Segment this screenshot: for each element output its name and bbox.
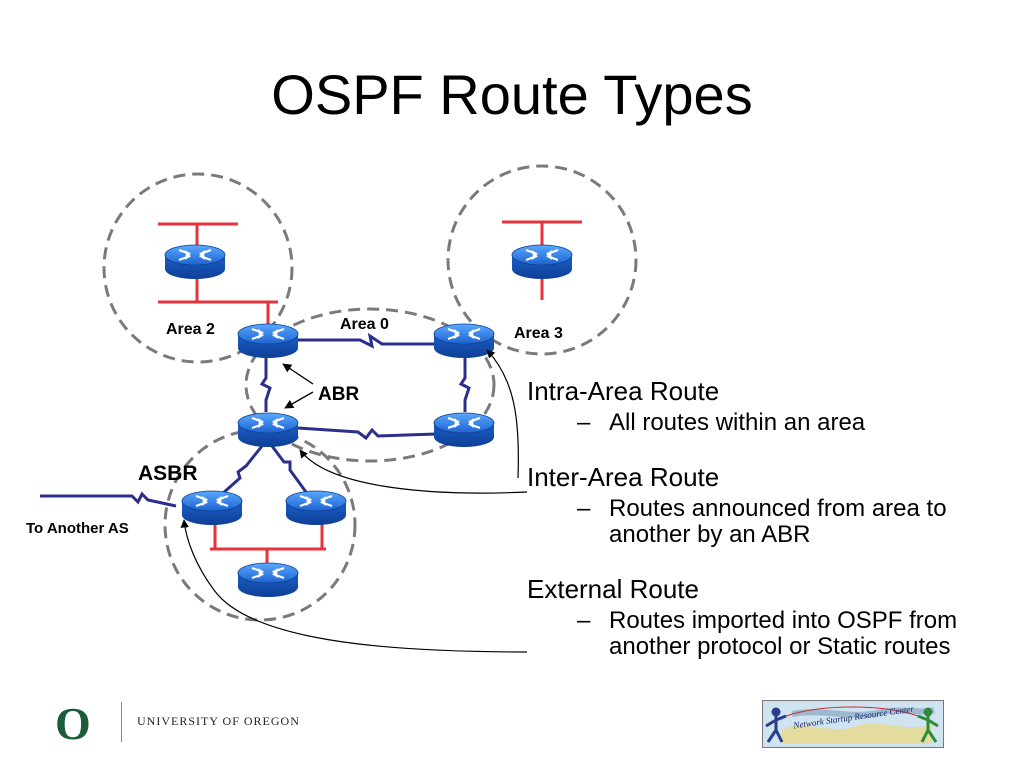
router-abr-area3 [433, 323, 495, 359]
nsrc-logo: Network Startup Resource Center [762, 700, 944, 748]
router-lower-right [285, 490, 347, 526]
bullet-heading: Inter-Area Route [527, 462, 720, 492]
university-name: UNIVERSITY OF OREGON [137, 714, 300, 728]
bullet-inter-area: Inter-Area Route –Routes announced from … [527, 462, 1017, 548]
router-abr-area2 [237, 323, 299, 359]
university-o-logo: O [55, 698, 91, 749]
serial-links [40, 332, 471, 508]
router-asbr [181, 490, 243, 526]
label-area3: Area 3 [514, 325, 563, 342]
label-to-another-as: To Another AS [26, 520, 129, 537]
area0-boundary [244, 307, 496, 463]
abr-arrows [282, 363, 314, 409]
bullet-external: External Route –Routes imported into OSP… [527, 574, 1017, 660]
slide-title: OSPF Route Types [271, 63, 753, 126]
leader-lines [180, 349, 528, 653]
label-abr: ABR [318, 384, 359, 405]
router-area3-internal [511, 244, 573, 280]
router-lower-bottom [237, 562, 299, 598]
lan-segments [158, 220, 582, 570]
area2-boundary [102, 172, 294, 364]
bullet-heading: Intra-Area Route [527, 376, 720, 406]
label-asbr: ASBR [138, 462, 198, 485]
route-types-list: Intra-Area Route –All routes within an a… [527, 376, 1017, 660]
person-left-icon [765, 707, 787, 743]
bullet-sub: –All routes within an area [577, 409, 866, 436]
router-area0-internal [433, 412, 495, 448]
footer-divider [121, 702, 122, 742]
router-area2-internal [164, 244, 226, 280]
area3-boundary [446, 164, 638, 356]
person-right-icon [917, 707, 939, 743]
label-area0: Area 0 [340, 316, 389, 333]
bullet-heading: External Route [527, 574, 699, 604]
label-area2: Area 2 [166, 321, 215, 338]
router-abr-lower [237, 412, 299, 448]
ospf-diagram: Area 0 Area 2 Area 3 ABR ASBR To Another… [26, 164, 638, 653]
bullet-intra-area: Intra-Area Route –All routes within an a… [527, 376, 1017, 436]
